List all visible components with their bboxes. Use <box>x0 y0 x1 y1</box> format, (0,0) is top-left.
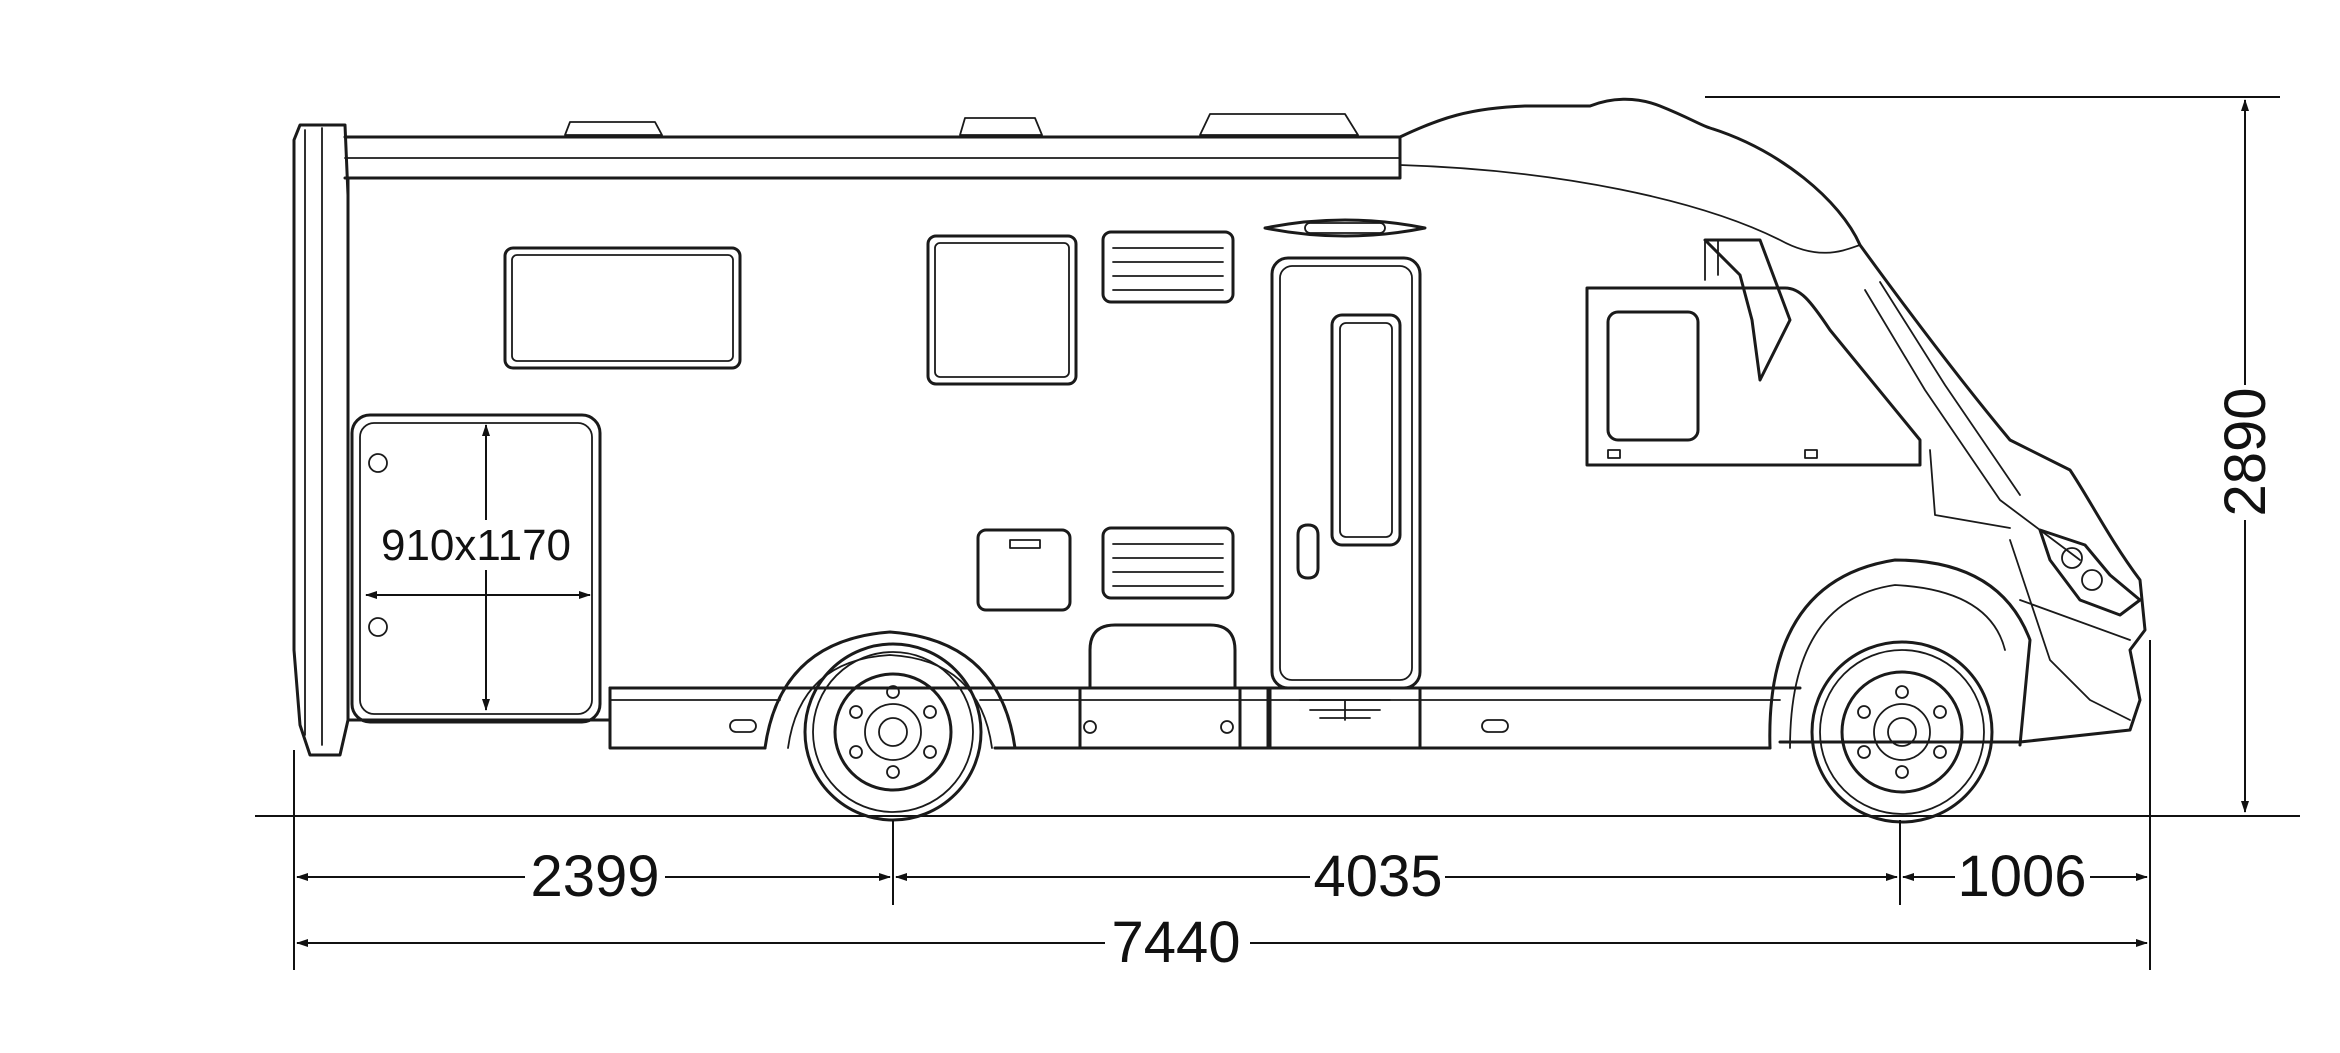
entrance-door <box>1270 256 1422 690</box>
overall-height-label: 2890 <box>2213 387 2278 516</box>
front-wheel <box>1810 640 1994 824</box>
door-top-light <box>1263 218 1427 238</box>
upper-vent <box>1101 230 1235 304</box>
garage-door-dimension: 910x1170 <box>365 424 591 711</box>
front-wheel-arch <box>1768 558 2032 750</box>
service-hatch <box>976 528 1072 612</box>
rear-side-window <box>503 246 742 370</box>
water-inlet <box>1088 623 1237 690</box>
overall-length-label: 7440 <box>1111 910 1240 975</box>
mid-side-window <box>926 234 1078 386</box>
garage-door-size-label: 910x1170 <box>381 521 571 570</box>
rear-overhang-label: 2399 <box>530 844 659 909</box>
rear-wheel-arch <box>763 630 1017 750</box>
wheelbase-label: 4035 <box>1313 844 1442 909</box>
front-overhang-label: 1006 <box>1957 844 2086 909</box>
vehicle-body <box>292 97 2147 757</box>
rear-wheel <box>803 642 983 822</box>
length-dimensions: 2399 4035 1006 7440 <box>293 640 2151 975</box>
garage-door <box>350 413 602 724</box>
lower-vent <box>1101 526 1235 600</box>
height-dimension: 2890 <box>1705 96 2280 813</box>
